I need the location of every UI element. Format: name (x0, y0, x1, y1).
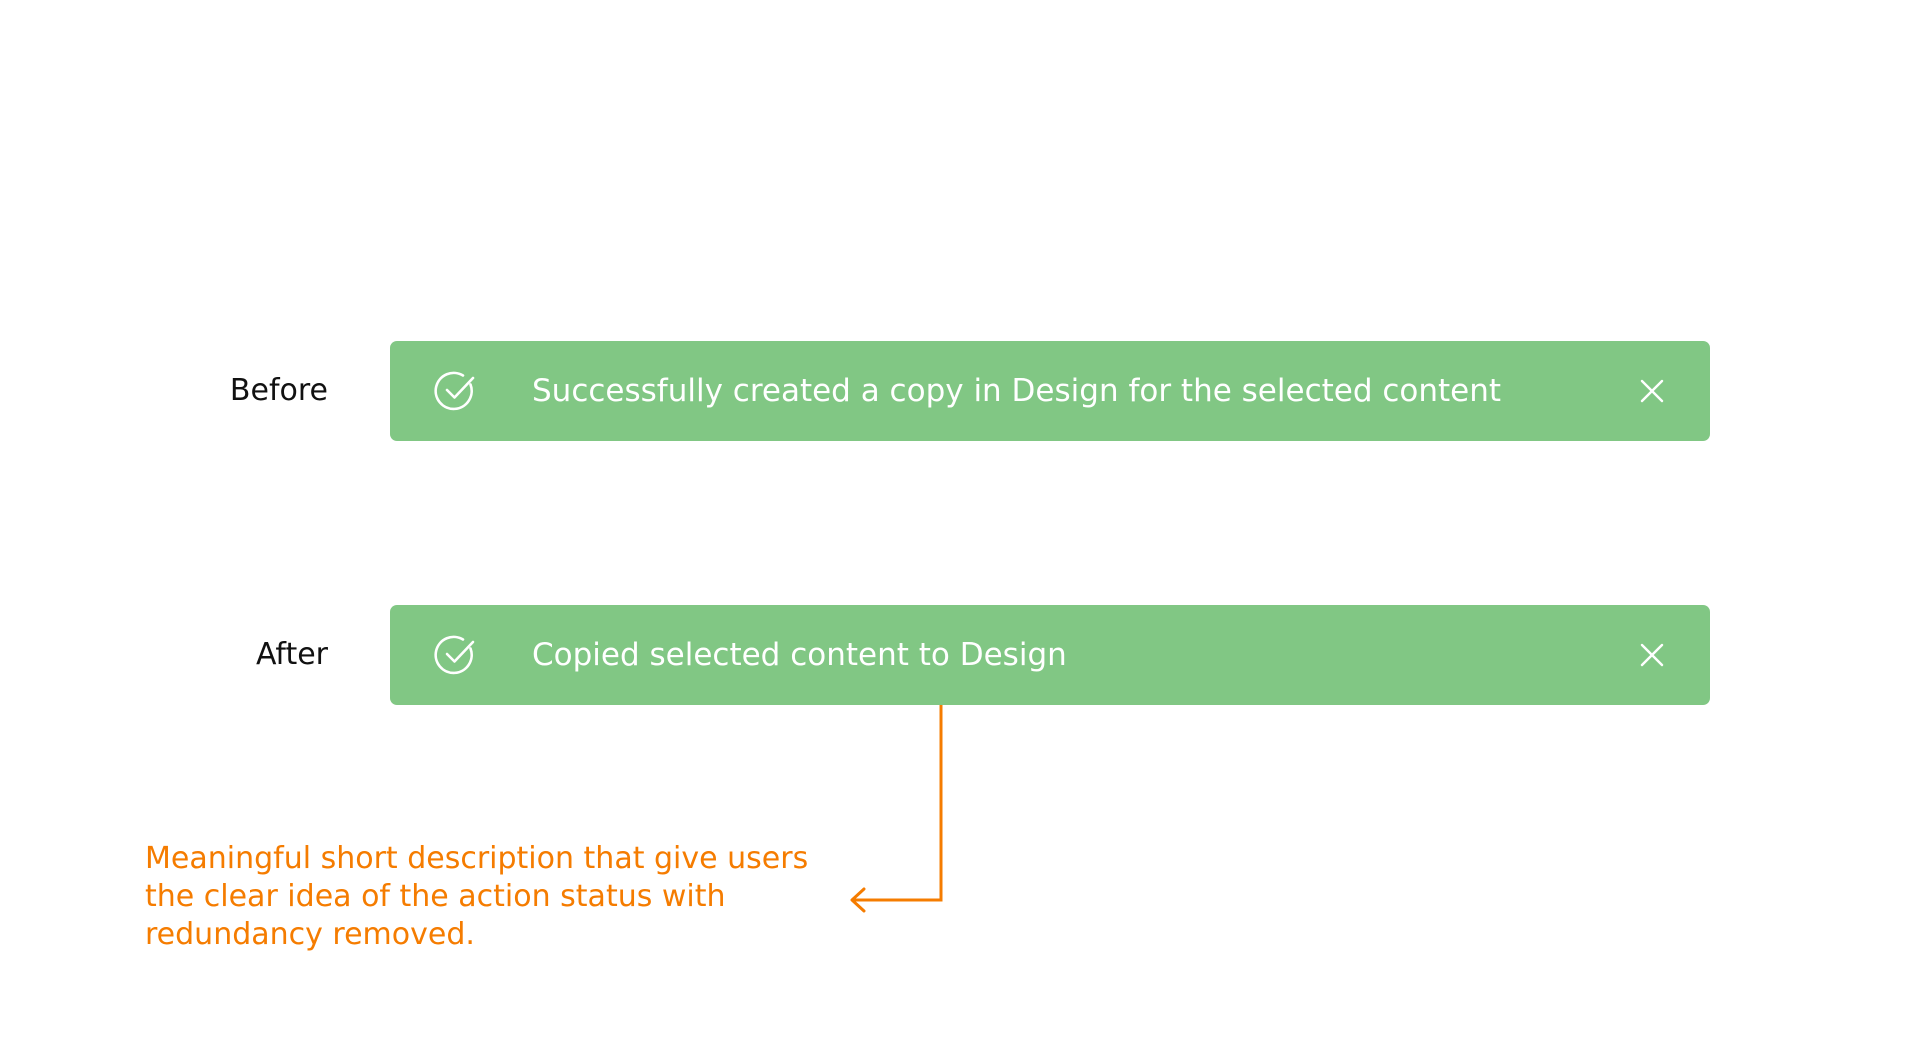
close-icon[interactable] (1640, 643, 1664, 667)
close-icon[interactable] (1640, 379, 1664, 403)
before-toast: Successfully created a copy in Design fo… (390, 341, 1710, 441)
after-label: After (255, 637, 328, 672)
after-toast: Copied selected content to Design (390, 605, 1710, 705)
after-toast-message: Copied selected content to Design (532, 637, 1067, 673)
annotation-line: Meaningful short description that give u… (145, 841, 809, 876)
annotation-line: redundancy removed. (145, 917, 475, 952)
connector-line (853, 705, 943, 902)
before-label: Before (229, 373, 328, 408)
annotation-text: Meaningful short description that give u… (145, 840, 865, 954)
before-toast-message: Successfully created a copy in Design fo… (532, 373, 1502, 409)
check-circle-icon (434, 635, 475, 675)
annotation-line: the clear idea of the action status with (145, 879, 726, 914)
check-circle-icon (434, 371, 475, 411)
